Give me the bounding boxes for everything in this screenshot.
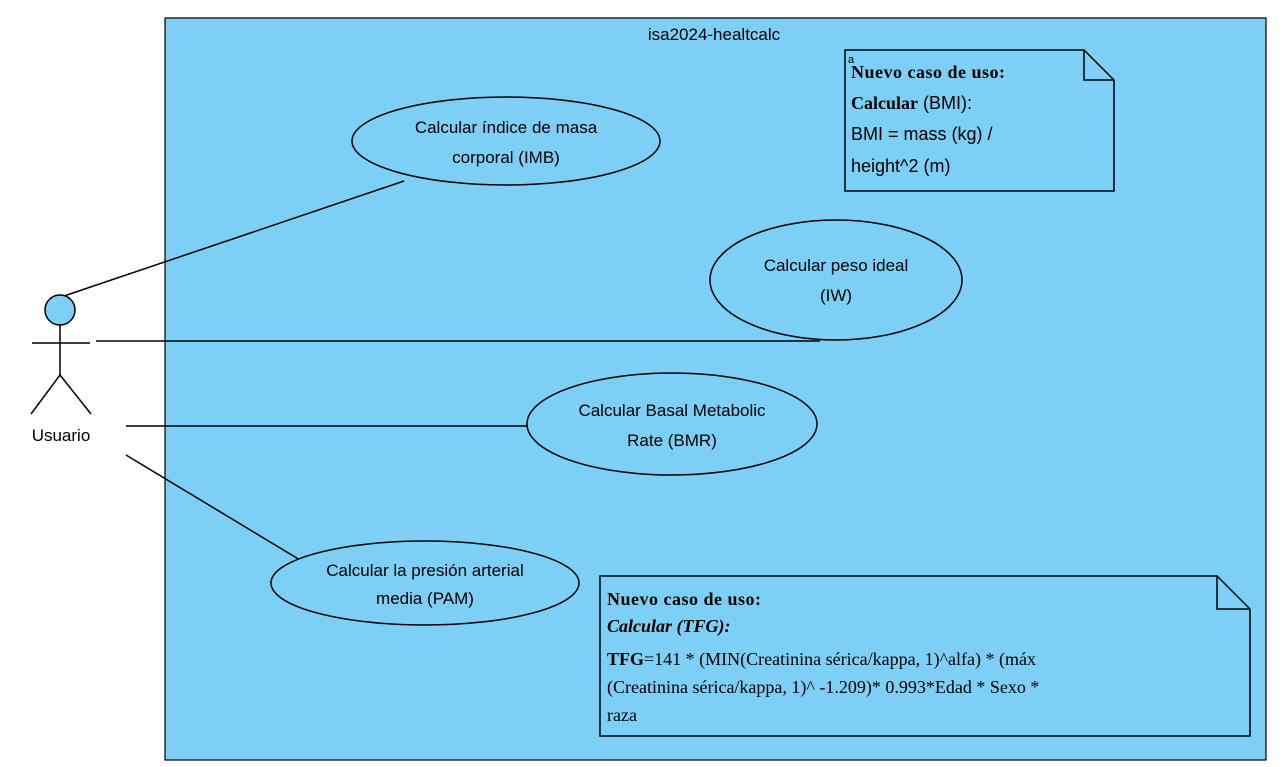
use-case-iw-line2: (IW) [820, 286, 852, 305]
association-pam[interactable] [125, 454, 301, 561]
note-bmi-formula-line2: height^2 (m) [851, 156, 950, 176]
note-bmi-name-bold: Calcular [851, 93, 918, 113]
use-case-pam-line1: Calcular la presión arterial [326, 561, 523, 580]
actor-usuario[interactable] [30, 294, 92, 415]
note-tfg-formula-line2: (Creatinina sérica/kappa, 1)^ -1.209)* 0… [607, 677, 1039, 698]
note-bmi-fold [1083, 50, 1114, 81]
associations [63, 180, 820, 561]
use-case-iw[interactable]: Calcular peso ideal (IW) [709, 219, 963, 341]
system-title: isa2024-healtcalc [648, 25, 781, 44]
use-case-imb-line2: corporal (IMB) [452, 148, 560, 167]
note-tfg-heading: Nuevo caso de uso: [607, 589, 762, 609]
use-case-imb[interactable]: Calcular índice de masa corporal (IMB) [351, 96, 661, 186]
use-case-imb-line1: Calcular índice de masa [415, 118, 598, 137]
use-case-iw-line1: Calcular peso ideal [764, 256, 909, 275]
note-tfg[interactable]: Nuevo caso de uso: Calcular (TFG): TFG=1… [599, 575, 1251, 737]
note-tfg-name: Calcular (TFG): [607, 616, 731, 637]
note-bmi-name-rest: (BMI): [918, 93, 972, 113]
note-tfg-formula-line1-row: TFG=141 * (MIN(Creatinina sérica/kappa, … [607, 649, 1036, 670]
note-bmi-heading: Nuevo caso de uso: [851, 62, 1006, 82]
use-case-pam[interactable]: Calcular la presión arterial media (PAM) [270, 540, 580, 626]
note-bmi-name: Calcular (BMI): [851, 93, 972, 113]
note-tfg-formula-line3: raza [607, 705, 637, 725]
association-imb[interactable] [63, 180, 405, 297]
note-tfg-formula-line1: =141 * (MIN(Creatinina sérica/kappa, 1)^… [644, 649, 1036, 670]
note-tfg-formula-label: TFG [607, 649, 644, 669]
actor-right-leg [59, 374, 92, 415]
note-bmi-corner-mark: a [848, 54, 855, 66]
actor-head [44, 294, 76, 326]
use-case-bmr-line2: Rate (BMR) [627, 431, 717, 450]
note-tfg-fold [1216, 576, 1250, 610]
actor-left-leg [30, 374, 61, 415]
use-case-bmr[interactable]: Calcular Basal Metabolic Rate (BMR) [526, 372, 818, 476]
use-case-bmr-line1: Calcular Basal Metabolic [578, 401, 766, 420]
note-bmi[interactable]: a Nuevo caso de uso: Calcular (BMI): BMI… [844, 49, 1115, 192]
actor-label: Usuario [32, 426, 91, 445]
note-bmi-formula-line1: BMI = mass (kg) / [851, 124, 993, 144]
use-case-pam-line2: media (PAM) [376, 589, 474, 608]
